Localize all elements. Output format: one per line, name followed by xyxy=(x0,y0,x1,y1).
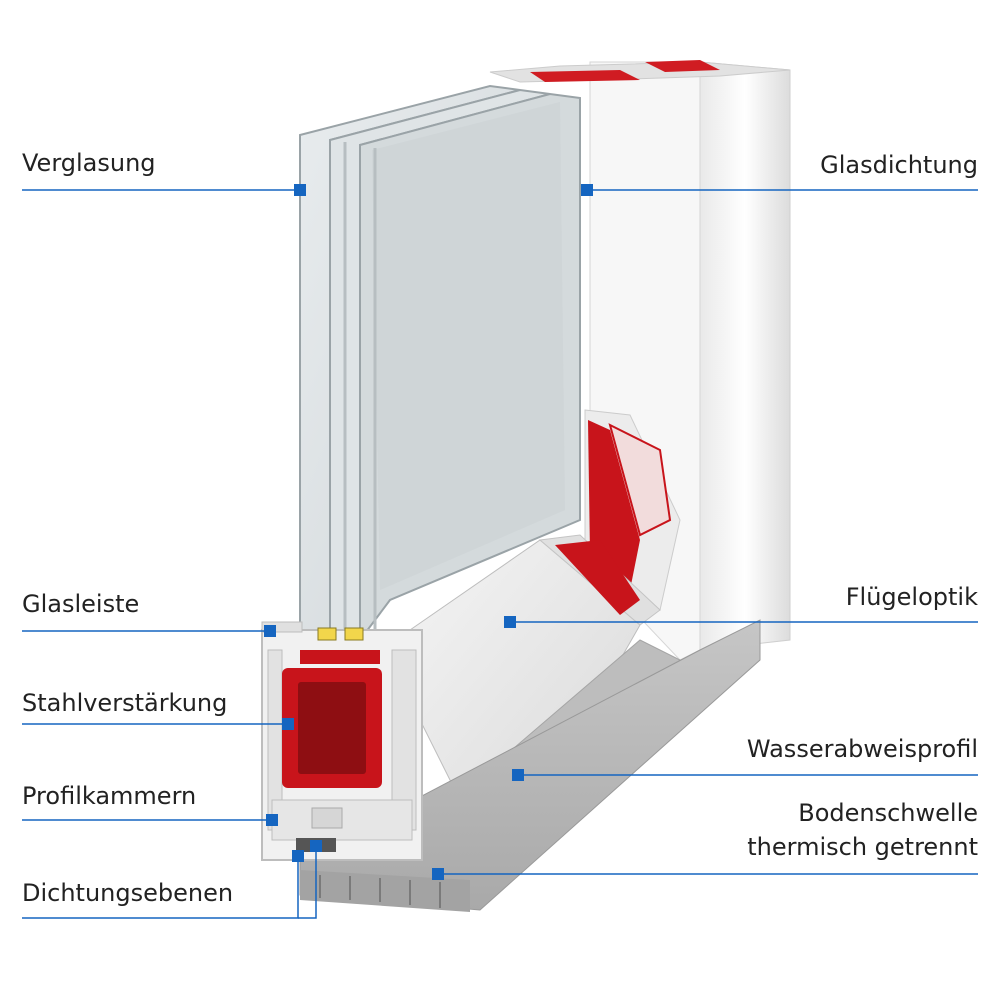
marker-dichtungsebene-2 xyxy=(310,840,322,852)
marker-verglasung xyxy=(294,184,306,196)
marker-glasdichtung xyxy=(581,184,593,196)
marker-glasleiste xyxy=(264,625,276,637)
marker-fluegeloptik xyxy=(504,616,516,628)
label-glasdichtung: Glasdichtung xyxy=(820,151,978,179)
label-dichtungsebenen: Dichtungsebenen xyxy=(22,879,234,907)
profile-cross-section xyxy=(261,621,423,861)
marker-bodenschwelle xyxy=(432,868,444,880)
label-bodenschwelle-line2: thermisch getrennt xyxy=(747,833,978,861)
label-bodenschwelle-line1: Bodenschwelle xyxy=(798,799,978,827)
label-fluegeloptik: Flügeloptik xyxy=(845,583,978,611)
callout-markers xyxy=(264,184,593,880)
marker-profilkammern xyxy=(266,814,278,826)
marker-wasserabweisprofil xyxy=(512,769,524,781)
label-glasleiste: Glasleiste xyxy=(22,590,140,618)
marker-stahlverstaerkung xyxy=(282,718,294,730)
label-profilkammern: Profilkammern xyxy=(22,782,197,810)
leader-lines xyxy=(22,189,978,919)
label-verglasung: Verglasung xyxy=(22,149,156,177)
label-stahlverstaerkung: Stahlverstärkung xyxy=(22,689,228,717)
leader-dichtungsebenen-2 xyxy=(298,846,317,919)
label-wasserabweisprofil: Wasserabweisprofil xyxy=(746,735,978,763)
marker-dichtungsebene-1 xyxy=(292,850,304,862)
